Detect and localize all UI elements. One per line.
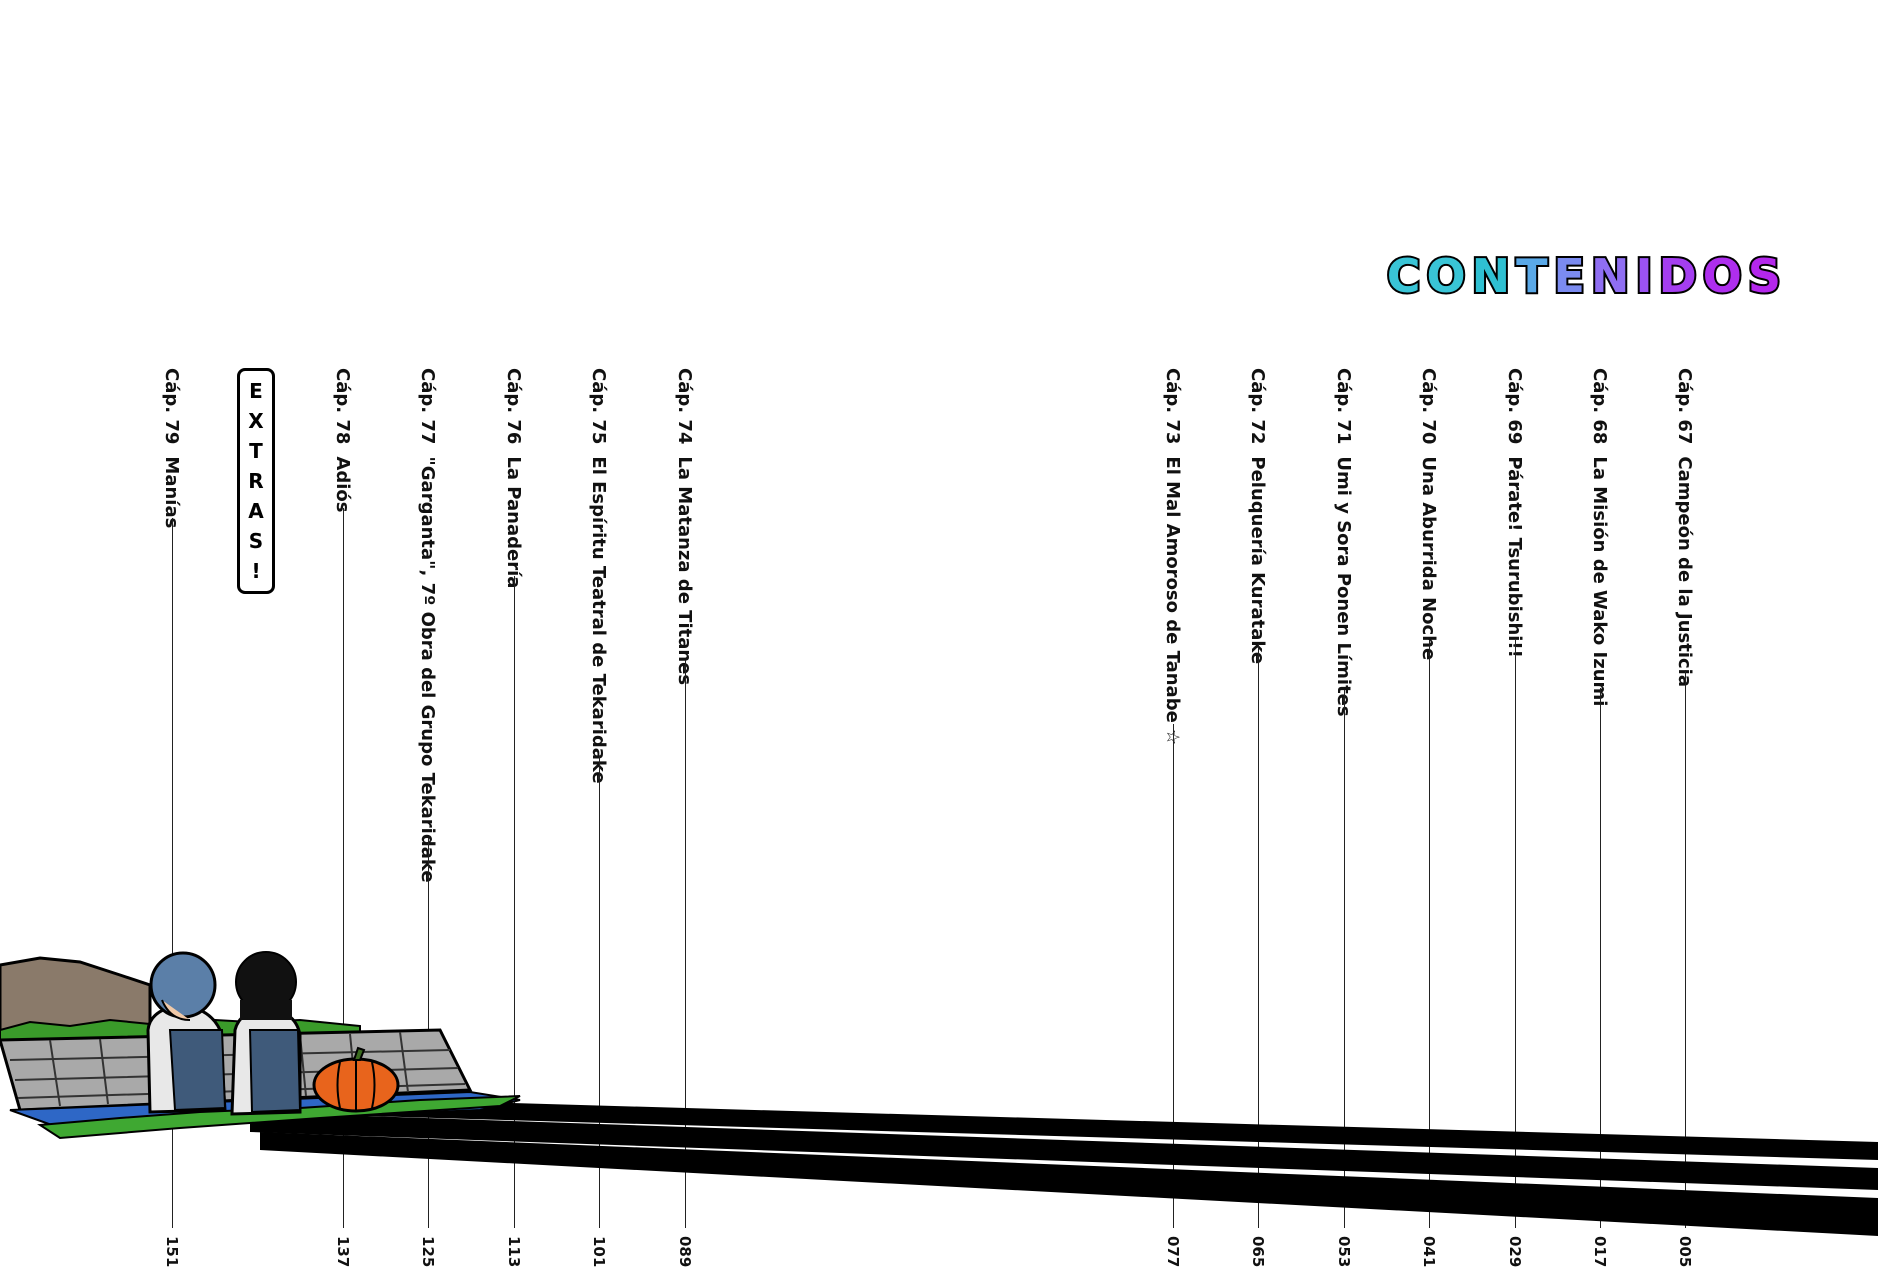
title-letter: N [1589, 249, 1631, 303]
leader-line [1600, 688, 1601, 1228]
title-letter: N [1470, 249, 1512, 303]
leader-line [343, 508, 344, 1228]
extras-letter: A [248, 499, 264, 523]
pumpkin-icon [312, 1046, 400, 1113]
girl-figure [230, 951, 302, 1116]
chapter-entry[interactable]: Cáp. 74La Matanza de Titanes 089 [670, 368, 700, 1267]
boy-figure [146, 951, 227, 1114]
title-letter: I [1633, 249, 1654, 303]
chapter-entry[interactable]: Cáp. 73El Mal Amoroso de Tanabe ☆ 077 [1158, 368, 1188, 1267]
extras-letter: R [248, 469, 264, 493]
title-letter: S [1746, 249, 1783, 303]
chapter-entry[interactable]: Cáp. 70Una Aburrida Noche 041 [1414, 368, 1444, 1267]
chapter-entry[interactable]: Cáp. 67Campeón de la Justicia 005 [1670, 368, 1700, 1267]
extras-letter: ! [251, 559, 261, 583]
extras-letter: T [249, 439, 263, 463]
chapter-entry[interactable]: Cáp. 76La Panadería 113 [499, 368, 529, 1267]
title-letter: C [1385, 249, 1423, 303]
leader-line [1173, 724, 1174, 1228]
title-letter: T [1514, 249, 1549, 303]
leader-line [1258, 644, 1259, 1228]
chapter-entry[interactable]: Cáp. 71Umi y Sora Ponen Límites 053 [1329, 368, 1359, 1267]
title-letter: O [1424, 249, 1467, 303]
title-letter: O [1701, 249, 1744, 303]
leader-line [1685, 670, 1686, 1228]
chapter-entry[interactable]: Cáp. 68La Misión de Wako Izumi 017 [1585, 368, 1615, 1267]
leader-line [1515, 640, 1516, 1228]
road-stripes [230, 1095, 1878, 1236]
chapter-entry[interactable]: Cáp. 78Adiós 137 [328, 368, 358, 1267]
leader-line [685, 660, 686, 1228]
page-title: C O N T E N I D O S [1385, 249, 1783, 303]
leader-line [514, 576, 515, 1228]
leader-line [172, 518, 173, 1228]
extras-letter: X [248, 409, 264, 433]
chapter-entry[interactable]: Cáp. 79Manías 151 [157, 368, 187, 1267]
chapter-entry[interactable]: Cáp. 72Peluquería Kuratake 065 [1243, 368, 1273, 1267]
chapter-entry[interactable]: Cáp. 75El Espíritu Teatral de Tekaridake… [584, 368, 614, 1267]
extras-letter: E [249, 379, 263, 403]
extras-box: E X T R A S ! [237, 368, 275, 594]
extras-letter: S [248, 529, 264, 553]
leader-line [1344, 690, 1345, 1228]
title-letter: E [1551, 249, 1586, 303]
title-letter: D [1657, 249, 1699, 303]
leader-line [1429, 640, 1430, 1228]
grass [37, 1095, 521, 1140]
chapter-entry[interactable]: Cáp. 69Párate! Tsurubishi!! 029 [1500, 368, 1530, 1267]
leader-line [599, 756, 600, 1228]
